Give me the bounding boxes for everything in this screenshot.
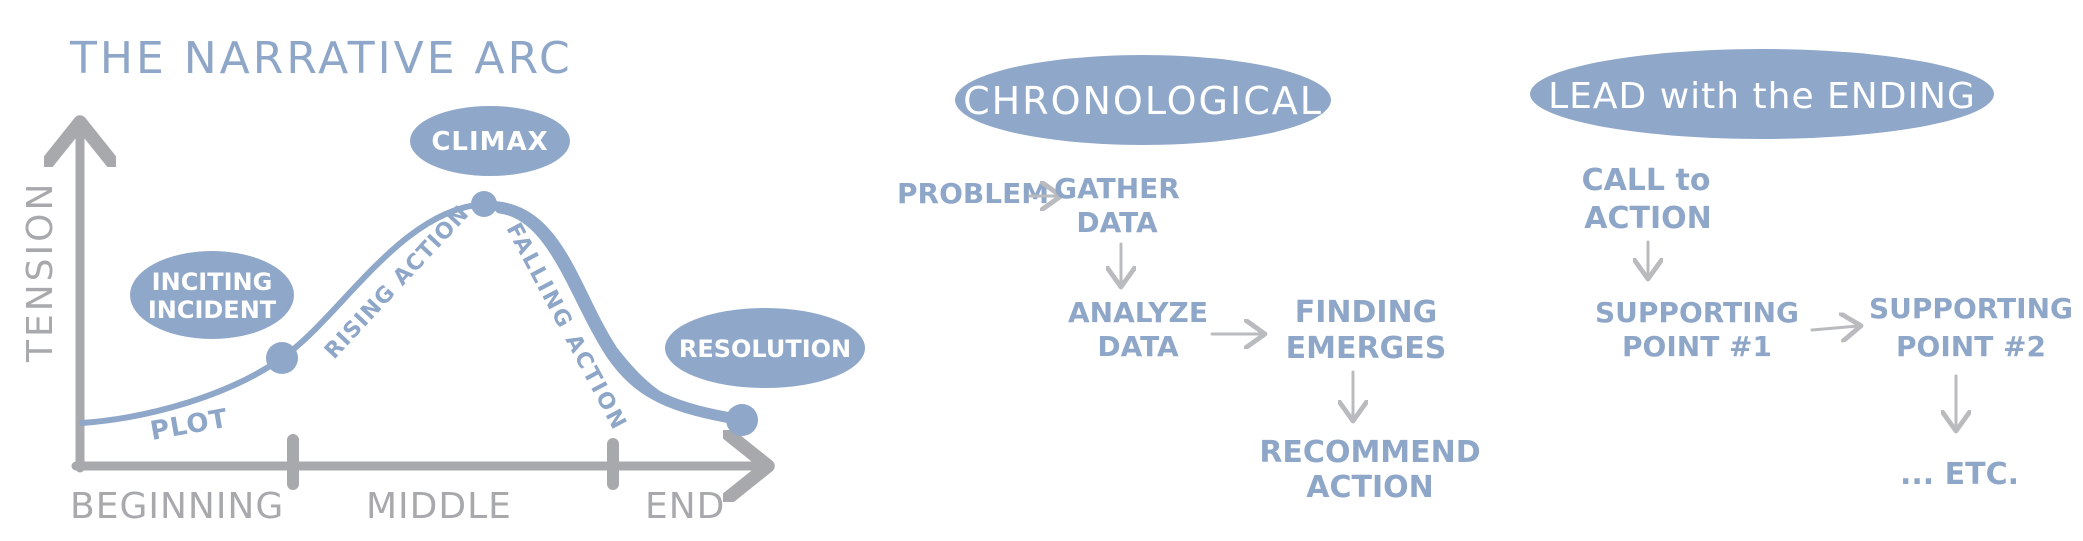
resolution-text: RESOLUTION [679, 335, 851, 363]
y-axis-label: TENSION [20, 181, 61, 363]
lead-title: LEAD with the ENDING [1548, 76, 1976, 117]
lead-with-ending-panel: LEAD with the ENDING CALL to ACTION SUPP… [1530, 49, 2073, 492]
supporting-point-2-line-2: POINT #2 [1896, 330, 2046, 363]
supporting-point-1-line-1: SUPPORTING [1595, 296, 1799, 329]
falling-action-label: FALLING ACTION [501, 219, 632, 435]
inciting-incident-line-1: INCITING [152, 268, 273, 296]
rising-action-label: RISING ACTION [320, 201, 475, 364]
arrow-support-1-to-support-2 [1810, 326, 1858, 330]
chronological-title: CHRONOLOGICAL [963, 79, 1323, 123]
inciting-incident-point [266, 342, 298, 374]
inciting-incident-line-2: INCIDENT [148, 296, 277, 324]
resolution-point [726, 404, 758, 436]
problem-text: PROBLEM [897, 177, 1049, 210]
analyze-data-line-1: ANALYZE [1068, 296, 1208, 329]
chronological-panel: CHRONOLOGICAL PROBLEM GATHER DATA ANALYZ… [897, 55, 1481, 505]
arc-title: THE NARRATIVE ARC [69, 33, 573, 84]
x-label-beginning: BEGINNING [70, 486, 284, 527]
call-to-action-line-2: ACTION [1584, 201, 1711, 236]
falling-thick-stroke [494, 202, 748, 426]
x-label-end: END [645, 486, 725, 527]
climax-text: CLIMAX [431, 127, 548, 157]
climax-point [471, 191, 497, 217]
analyze-data-line-2: DATA [1097, 330, 1179, 363]
chronological-title-bubble [955, 55, 1331, 145]
call-to-action-line-1: CALL to [1582, 163, 1711, 198]
narrative-arc-panel: THE NARRATIVE ARC TENSION BEGINNING MIDD… [20, 33, 865, 527]
inciting-incident-bubble: INCITING INCIDENT [130, 251, 294, 339]
gather-data-line-2: DATA [1076, 206, 1158, 239]
finding-emerges-line-1: FINDING [1295, 295, 1438, 330]
recommend-action-line-1: RECOMMEND [1259, 435, 1480, 470]
etc-text: ... ETC. [1900, 457, 2019, 492]
supporting-point-2-line-1: SUPPORTING [1869, 292, 2073, 325]
gather-data-line-1: GATHER [1054, 172, 1180, 205]
supporting-point-1-line-2: POINT #1 [1622, 330, 1772, 363]
recommend-action-line-2: ACTION [1306, 470, 1433, 505]
x-label-middle: MIDDLE [366, 486, 512, 527]
resolution-bubble: RESOLUTION [665, 308, 865, 388]
finding-emerges-line-2: EMERGES [1286, 331, 1447, 366]
climax-bubble: CLIMAX [410, 106, 570, 176]
lead-title-bubble [1530, 49, 1994, 139]
